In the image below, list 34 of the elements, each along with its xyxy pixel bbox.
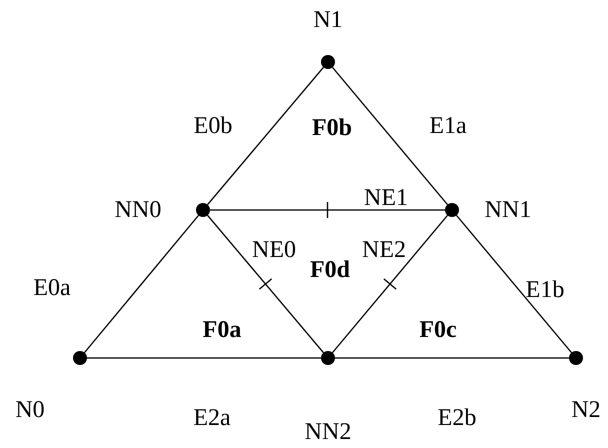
- edge-label: NE1: [364, 186, 408, 210]
- face-label: F0a: [202, 318, 242, 342]
- edge-label: E2b: [438, 406, 476, 430]
- face-label: F0d: [310, 258, 350, 282]
- edge-label: E2a: [193, 406, 231, 430]
- face-label: F0c: [419, 318, 457, 342]
- edge-label: E0b: [194, 114, 232, 138]
- vertex-label: NN2: [304, 420, 352, 444]
- edge-label: E1a: [429, 114, 467, 138]
- edge-line: [84, 214, 200, 354]
- vertex-dot: [321, 351, 335, 365]
- edge-label: NE2: [362, 238, 406, 262]
- edge-line: [456, 214, 572, 354]
- vertex-label: N2: [571, 398, 601, 422]
- edge-line: [210, 209, 445, 211]
- edge-line: [207, 214, 324, 354]
- vertex-dot: [196, 203, 210, 217]
- vertex-dot: [445, 203, 459, 217]
- vertex-dot: [321, 55, 335, 69]
- edge-line: [332, 66, 448, 206]
- face-label: F0b: [312, 116, 352, 140]
- vertex-dot: [73, 351, 87, 365]
- edge-label: E0a: [33, 276, 71, 300]
- edge-line: [332, 214, 448, 354]
- edge-label: E1b: [526, 278, 564, 302]
- edge-label: NE0: [252, 238, 296, 262]
- edge-line: [207, 66, 324, 206]
- edge-line: [87, 357, 321, 359]
- edge-line: [335, 357, 569, 359]
- vertex-label: N1: [313, 8, 343, 32]
- vertex-dot: [569, 351, 583, 365]
- vertex-label: N0: [15, 398, 45, 422]
- vertex-label: NN1: [484, 198, 532, 222]
- vertex-label: NN0: [114, 198, 162, 222]
